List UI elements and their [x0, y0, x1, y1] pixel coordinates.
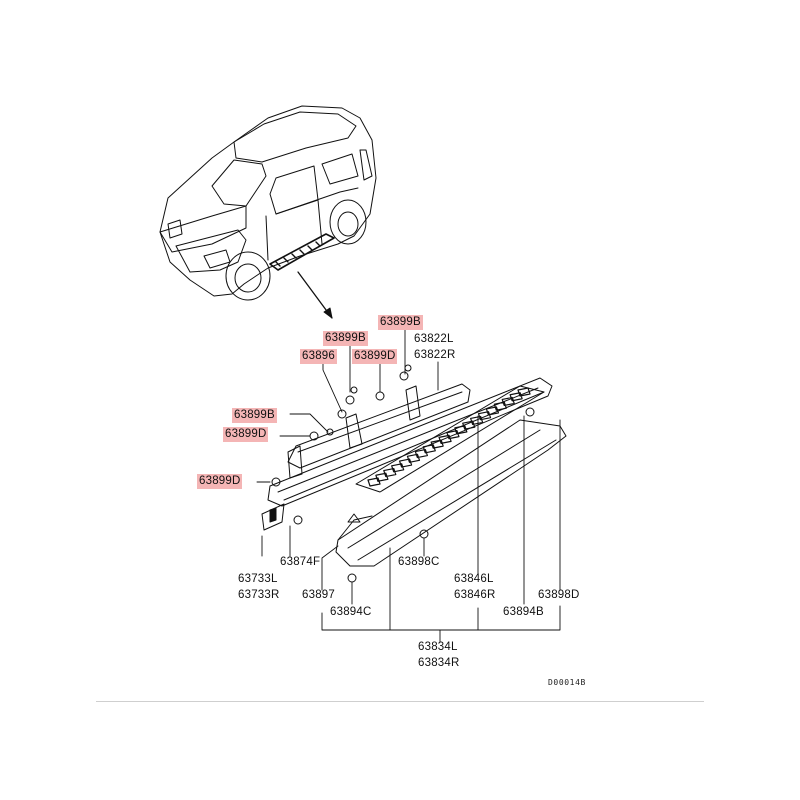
label-63897: 63897: [302, 589, 335, 601]
label-63834L: 63834L: [418, 641, 458, 653]
label-63899D-low: 63899D: [197, 474, 243, 489]
label-63846R: 63846R: [454, 589, 496, 601]
label-63894B: 63894B: [503, 606, 544, 618]
label-63899B-top: 63899B: [378, 315, 423, 330]
label-63898C: 63898C: [398, 556, 440, 568]
label-63899B-left: 63899B: [232, 408, 277, 423]
label-63846L: 63846L: [454, 573, 494, 585]
label-63898D: 63898D: [538, 589, 580, 601]
label-63822L: 63822L: [414, 333, 454, 345]
divider: [96, 701, 704, 702]
label-63896: 63896: [300, 349, 337, 364]
leader-lines: [256, 329, 561, 643]
vehicle-illustration: [159, 105, 377, 319]
label-63899D-mid: 63899D: [352, 349, 398, 364]
label-63733R: 63733R: [238, 589, 280, 601]
diagram-code: D00014B: [548, 678, 586, 687]
label-63899B-mid: 63899B: [323, 331, 368, 346]
label-63894C: 63894C: [330, 606, 372, 618]
label-63899D-left: 63899D: [223, 427, 269, 442]
label-63834R: 63834R: [418, 657, 460, 669]
label-63822R: 63822R: [414, 349, 456, 361]
side-step-assembly: [261, 364, 567, 583]
label-63874F: 63874F: [280, 556, 321, 568]
label-63733L: 63733L: [238, 573, 278, 585]
